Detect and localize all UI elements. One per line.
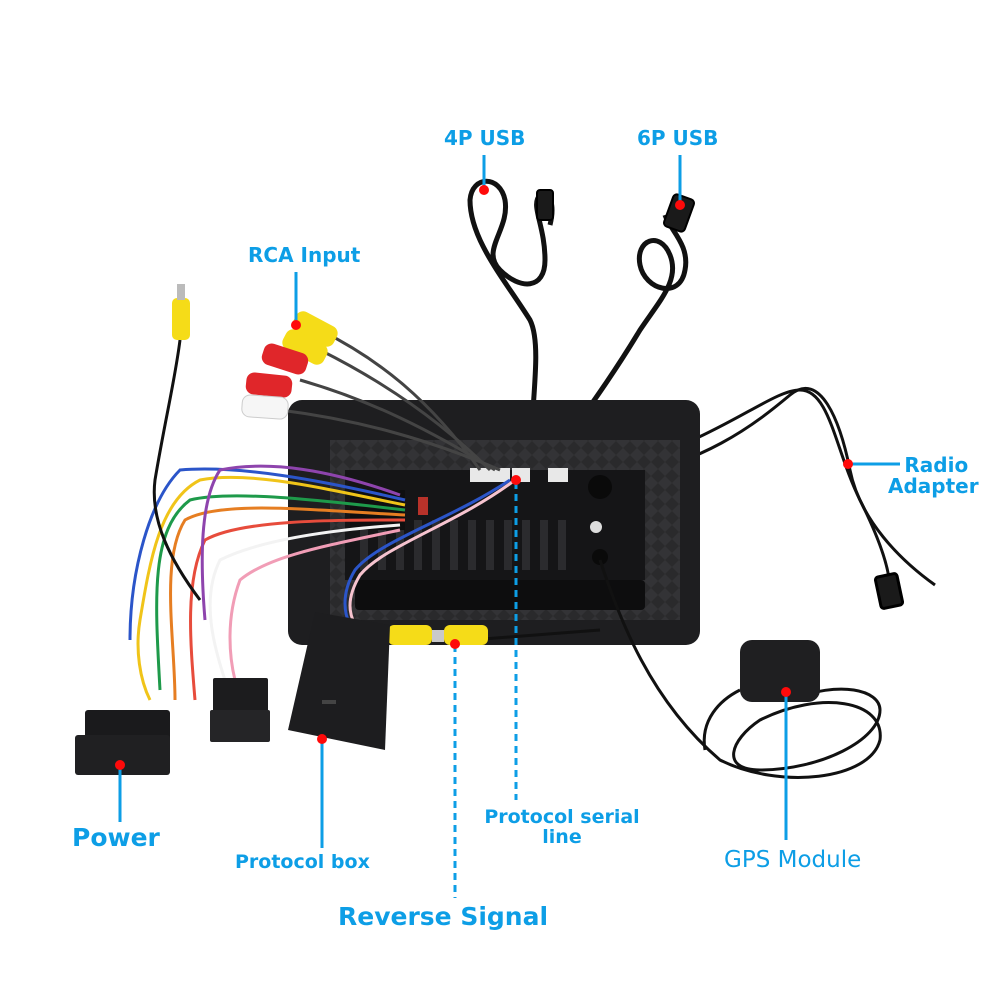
label-4p-usb: 4P USB — [444, 126, 526, 150]
usb-6p-cable — [542, 193, 696, 472]
marker-radio — [843, 459, 853, 469]
label-reverse-signal: Reverse Signal — [338, 902, 549, 931]
label-radio-line2: Adapter — [888, 474, 979, 498]
label-6p-usb: 6P USB — [637, 126, 719, 150]
label-radio-adapter: Radio Adapter — [888, 453, 979, 497]
marker-protocol-box — [317, 734, 327, 744]
rca-single-cable — [152, 284, 202, 601]
radio-adapter-cable — [599, 386, 936, 610]
label-rca-input: RCA Input — [248, 243, 361, 267]
protocol-box — [288, 612, 390, 750]
marker-rca — [291, 320, 301, 330]
gps-module — [598, 559, 882, 779]
callout-markers — [115, 185, 853, 770]
marker-reverse — [450, 639, 460, 649]
rca-bundle — [241, 311, 501, 472]
marker-power — [115, 760, 125, 770]
power-connector — [75, 678, 270, 775]
marker-gps — [781, 687, 791, 697]
label-protocol-line1: Protocol serial — [484, 806, 640, 828]
wiring-bundle — [128, 464, 516, 701]
marker-6p-usb — [675, 200, 685, 210]
label-power: Power — [72, 823, 160, 852]
label-protocol-serial-line: Protocol serial line — [482, 806, 642, 848]
callout-lines — [118, 155, 900, 898]
label-radio-line1: Radio — [904, 453, 969, 477]
label-protocol-box: Protocol box — [235, 851, 370, 873]
marker-4p-usb — [479, 185, 489, 195]
usb-4p-cable — [467, 178, 555, 451]
label-protocol-line2: line — [542, 825, 582, 848]
marker-protocol-serial — [511, 475, 521, 485]
label-gps-module: GPS Module — [724, 847, 862, 873]
